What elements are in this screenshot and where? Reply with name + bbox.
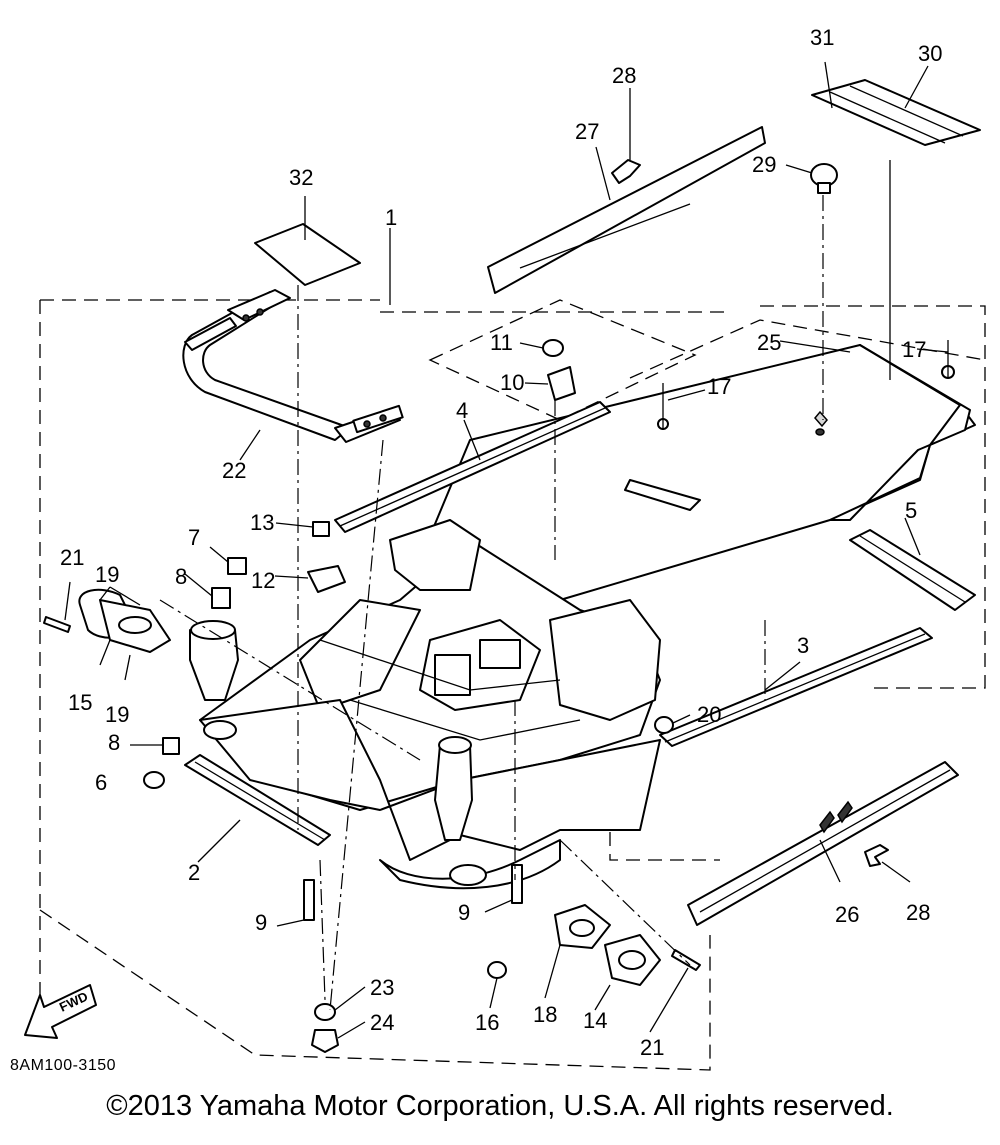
rail-2 (184, 754, 331, 846)
callout-labels: 1 2 3 4 5 6 7 8 8 9 9 10 11 12 13 14 15 … (60, 25, 942, 1060)
callout-5: 5 (905, 498, 917, 523)
callout-9-left: 9 (255, 910, 267, 935)
callout-32: 32 (289, 165, 313, 190)
callout-18: 18 (533, 1002, 557, 1027)
copyright-notice: ©2013 Yamaha Motor Corporation, U.S.A. A… (106, 1090, 894, 1122)
callout-23: 23 (370, 975, 394, 1000)
leader-lines (64, 61, 949, 1039)
callout-11: 11 (490, 330, 513, 355)
callout-9-right: 9 (458, 900, 470, 925)
callout-24: 24 (370, 1010, 394, 1035)
callout-20: 20 (697, 702, 721, 727)
parts-diagram: FWD (24, 25, 986, 1071)
lower-frame-plate (199, 699, 661, 890)
callout-16: 16 (475, 1010, 499, 1035)
callout-21-right: 21 (640, 1035, 664, 1060)
callout-19-top: 19 (95, 562, 119, 587)
callout-29: 29 (752, 152, 776, 177)
callout-27: 27 (575, 119, 599, 144)
callout-31: 31 (810, 25, 834, 50)
rail-5 (849, 529, 976, 611)
decal-strip-26 (687, 761, 959, 926)
callout-30: 30 (918, 41, 942, 66)
clip-28-top (611, 159, 641, 184)
pads-30-31 (811, 79, 981, 146)
pad-32 (254, 223, 361, 286)
front-spindles (189, 620, 473, 841)
assembly-boundary (39, 299, 986, 1071)
front-bumper-22 (182, 289, 404, 443)
callout-26: 26 (835, 902, 859, 927)
callout-4: 4 (456, 398, 468, 423)
callout-13: 13 (250, 510, 274, 535)
callout-8-top: 8 (175, 564, 187, 589)
decal-strip-27 (487, 126, 766, 294)
clip-28-bottom (864, 844, 889, 867)
tunnel-25 (419, 344, 976, 601)
cap-29 (810, 163, 838, 194)
callout-17-right: 17 (902, 337, 926, 362)
callout-10: 10 (500, 370, 524, 395)
rail-3 (659, 627, 933, 747)
callout-28-top: 28 (612, 63, 636, 88)
callout-21-left: 21 (60, 545, 84, 570)
diagram-code: 8AM100-3150 (10, 1057, 117, 1074)
callout-22: 22 (222, 458, 246, 483)
callout-19-bottom: 19 (105, 702, 129, 727)
callout-1: 1 (385, 205, 397, 230)
callout-7: 7 (188, 525, 200, 550)
forward-arrow-icon: FWD (24, 984, 97, 1039)
callout-17-center: 17 (707, 374, 731, 399)
callout-15: 15 (68, 690, 92, 715)
callout-3: 3 (797, 633, 809, 658)
callout-25: 25 (757, 330, 781, 355)
rail-4 (334, 401, 611, 533)
callout-8-bottom: 8 (108, 730, 120, 755)
callout-12: 12 (251, 568, 275, 593)
callout-6: 6 (95, 770, 107, 795)
hardware (43, 339, 955, 1053)
callout-14: 14 (583, 1008, 607, 1033)
alignment-lines (159, 195, 824, 1011)
callout-28-bottom: 28 (906, 900, 930, 925)
callout-2: 2 (188, 860, 200, 885)
bushing-plates (78, 588, 661, 986)
